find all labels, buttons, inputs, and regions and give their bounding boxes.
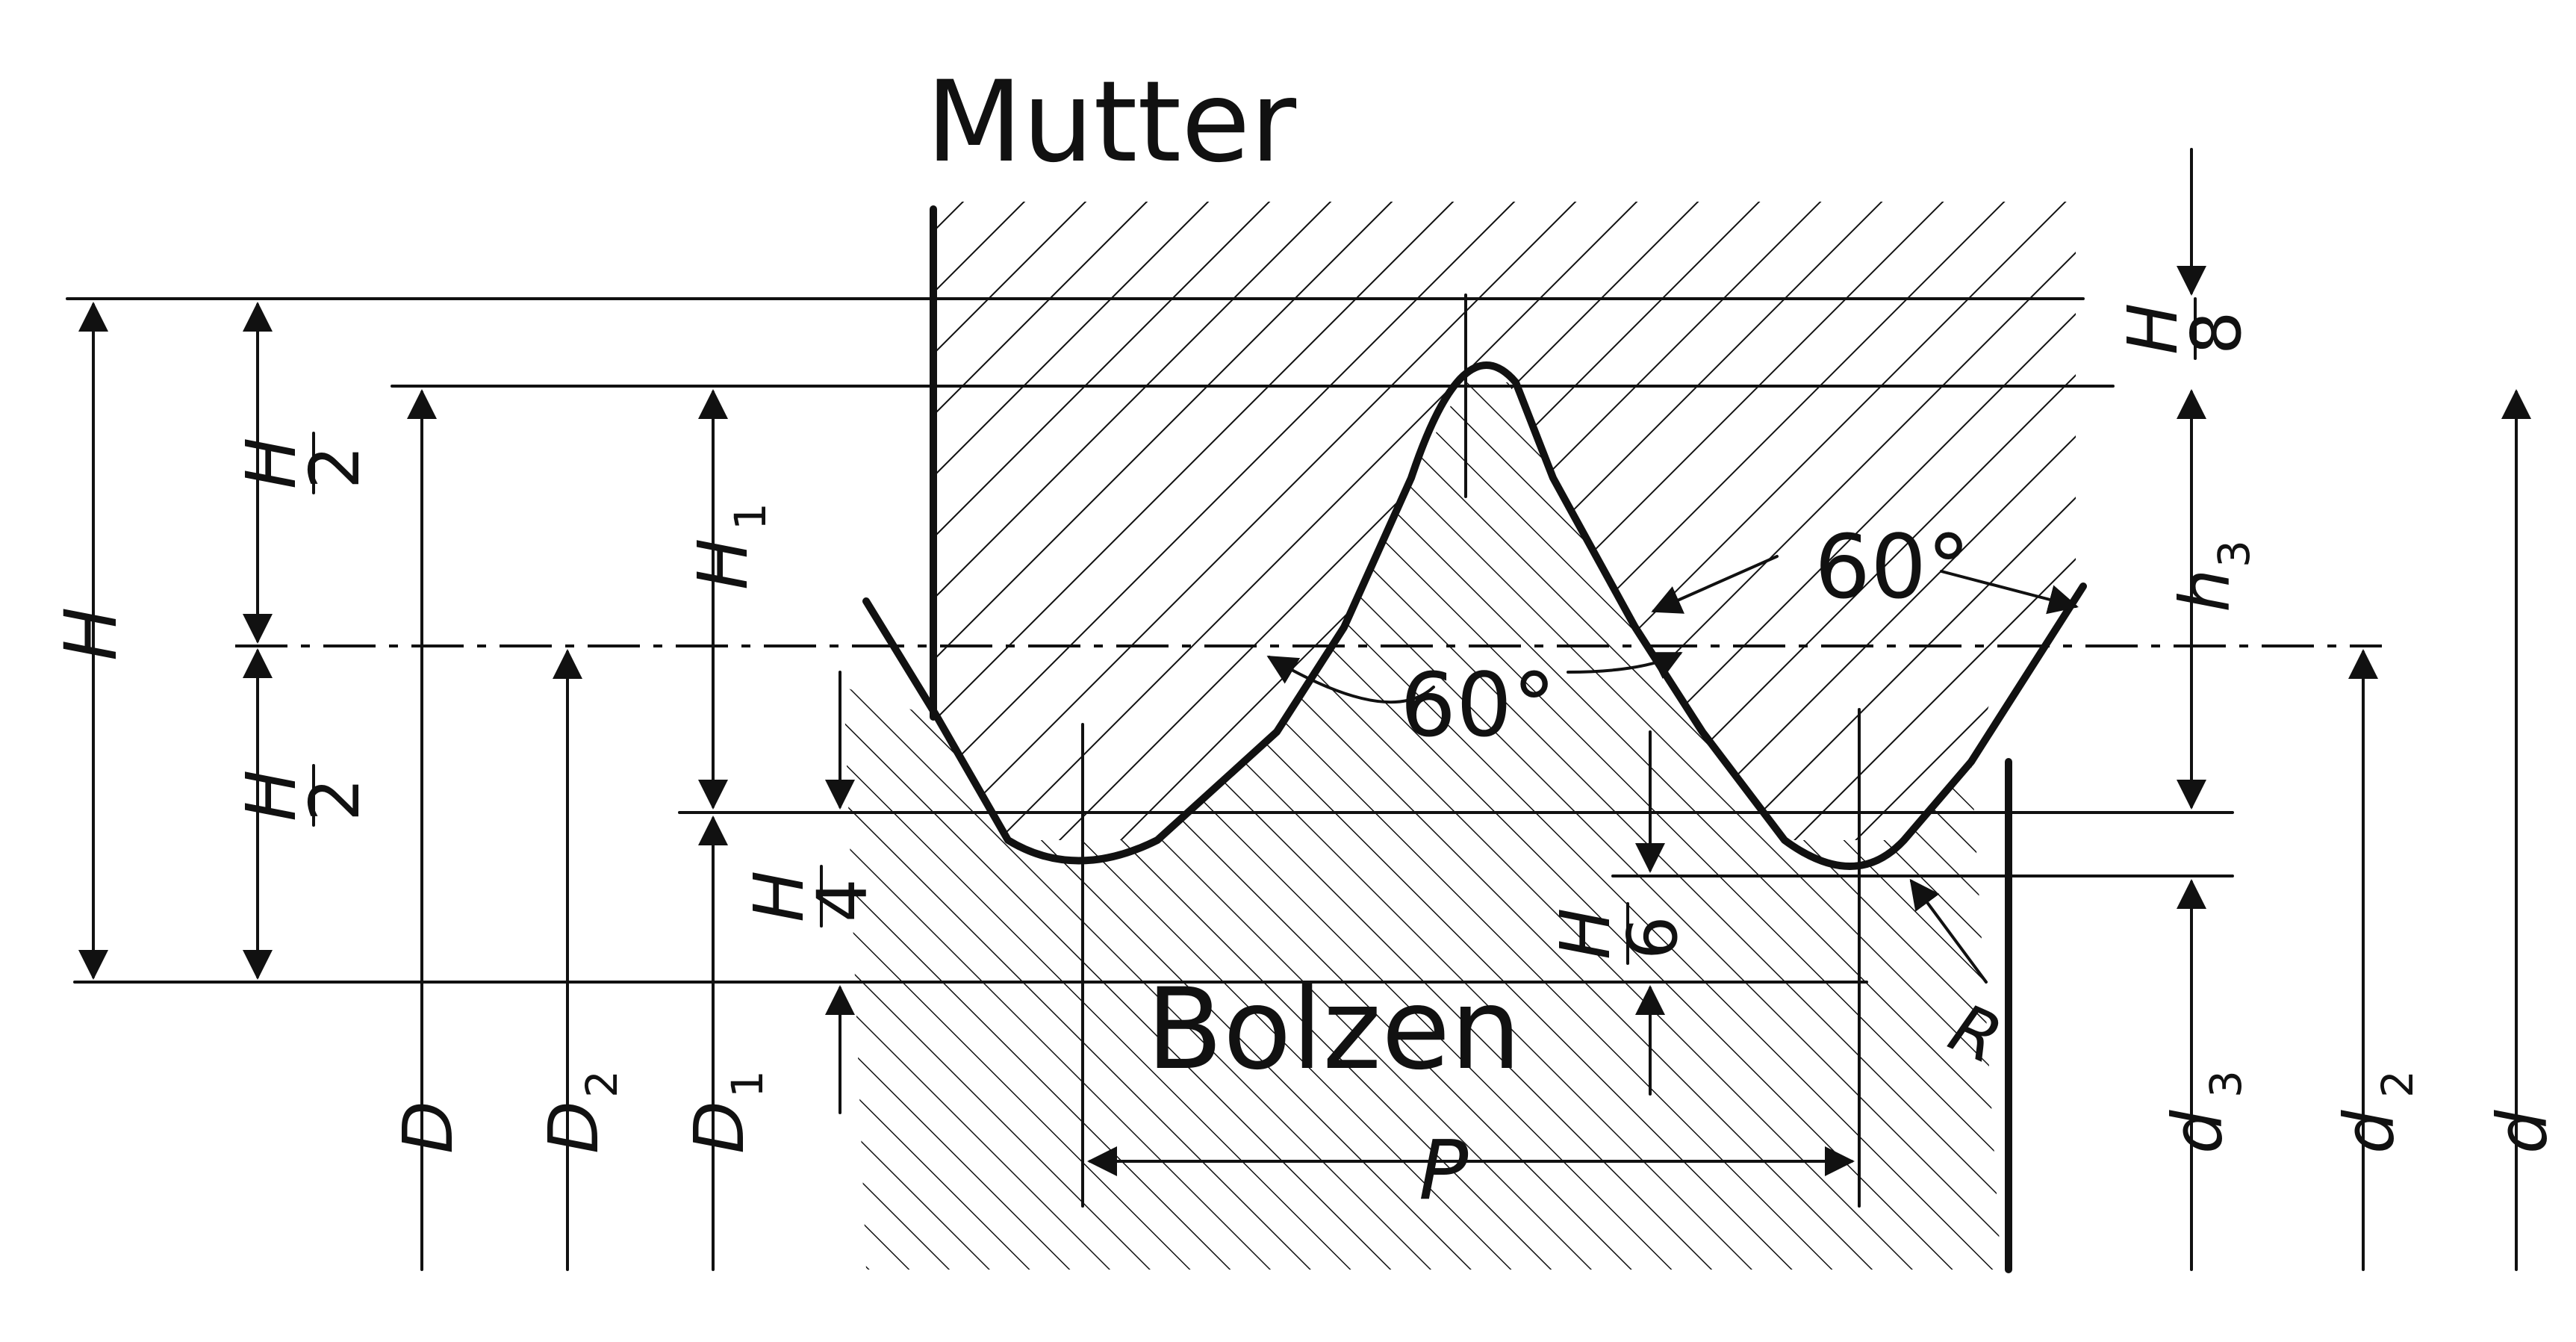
pitch-label: P <box>1419 1122 1469 1218</box>
bolt-label: Bolzen <box>1146 965 1521 1095</box>
H-eighth-numerator: H <box>2113 303 2193 355</box>
H-half-bottom-numerator: H <box>231 770 311 821</box>
radius-leader <box>1909 878 1988 984</box>
D2-subscript: 2 <box>576 1070 627 1098</box>
H-half-bottom-denominator: 2 <box>295 777 375 821</box>
d3-label: d <box>2158 1110 2238 1154</box>
middle-angle-left-leader <box>1266 655 1435 704</box>
H1-subscript: 1 <box>725 503 776 530</box>
h3-label: h <box>2165 569 2245 612</box>
nut-label: Mutter <box>926 58 1296 187</box>
H-quarter-denominator: 4 <box>803 878 883 922</box>
upper-angle-label: 60° <box>1814 515 1970 618</box>
middle-angle-right-leader <box>1567 652 1683 679</box>
H1-label: H <box>683 538 763 590</box>
H-half-top-numerator: H <box>231 438 311 489</box>
d3-subscript: 3 <box>2200 1070 2251 1098</box>
H-sixth-denominator: 6 <box>1613 916 1693 960</box>
d2-label: d <box>2330 1110 2409 1154</box>
H-half-top-denominator: 2 <box>295 445 375 489</box>
H-sixth-numerator: H <box>1546 908 1625 960</box>
d-label: d <box>2483 1110 2563 1154</box>
D2-label: D <box>534 1101 614 1154</box>
h3-subscript: 3 <box>2209 540 2259 568</box>
H-label: H <box>49 607 133 661</box>
upper-angle-right-leader <box>1940 570 2079 615</box>
d2-subscript: 2 <box>2372 1070 2423 1098</box>
upper-angle-left-leader <box>1651 555 1779 614</box>
H-eighth-denominator: 8 <box>2177 311 2256 355</box>
H-quarter-numerator: H <box>739 871 819 922</box>
D-label: D <box>388 1101 468 1154</box>
middle-angle-label: 60° <box>1400 653 1556 757</box>
bolt-hatched-region <box>844 382 2001 1270</box>
nut-hatched-region <box>933 202 2076 840</box>
D1-label: D <box>679 1101 759 1154</box>
thread-profile-line <box>862 361 2087 870</box>
D1-subscript: 1 <box>722 1070 773 1098</box>
